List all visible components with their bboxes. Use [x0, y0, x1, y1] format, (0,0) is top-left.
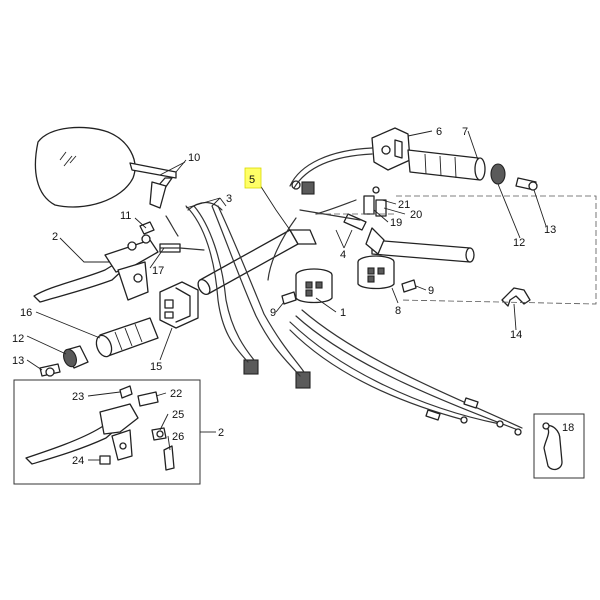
- callout-4: 4: [340, 249, 346, 261]
- callout-3: 3: [226, 193, 232, 205]
- callout-14: 14: [510, 329, 522, 341]
- callouts: 1 2 2 3 4 5 6 7 8 9 9 10 11 12 12 13 13 …: [12, 126, 574, 467]
- callout-19: 19: [390, 217, 402, 229]
- callout-17: 17: [152, 265, 164, 277]
- callout-18: 18: [562, 422, 574, 434]
- connectors: [243, 180, 315, 389]
- callout-12-right: 12: [513, 237, 525, 249]
- highlight-box-5: [244, 167, 262, 189]
- cables: [159, 147, 523, 436]
- callout-24: 24: [72, 455, 84, 467]
- inset-part-18: [533, 413, 585, 479]
- callout-16: 16: [20, 307, 32, 319]
- callout-6: 6: [436, 126, 442, 138]
- callout-12-left: 12: [12, 333, 24, 345]
- callout-20: 20: [410, 209, 422, 221]
- callout-13-left: 13: [12, 355, 24, 367]
- callout-8: 8: [395, 305, 401, 317]
- callout-2: 2: [52, 231, 58, 243]
- inset-right-lever: [13, 379, 201, 485]
- cable-fittings: [343, 186, 387, 231]
- callout-5: 5: [249, 174, 255, 186]
- callout-10: 10: [188, 152, 200, 164]
- throttle-switch: [371, 127, 411, 171]
- right-handlebar-tube: [365, 227, 475, 263]
- callout-23: 23: [72, 391, 84, 403]
- callout-9-left: 9: [270, 307, 276, 319]
- callout-7: 7: [462, 126, 468, 138]
- callout-25: 25: [172, 409, 184, 421]
- mirror: [34, 126, 186, 209]
- callout-9-right: 9: [428, 285, 434, 297]
- clamp-bolts: [281, 279, 417, 305]
- leader-lines: [26, 130, 547, 461]
- callout-21: 21: [398, 199, 410, 211]
- handlebar-clamp-upper: [357, 255, 395, 290]
- callout-15: 15: [150, 361, 162, 373]
- right-grip: [407, 149, 538, 191]
- left-switch: [159, 281, 199, 329]
- guide-lines: [316, 195, 597, 305]
- callout-26: 26: [172, 431, 184, 443]
- left-grip: [95, 317, 159, 358]
- callout-13-right: 13: [544, 224, 556, 236]
- callout-1: 1: [340, 307, 346, 319]
- callout-11: 11: [120, 210, 131, 222]
- cable-bracket: [501, 287, 531, 307]
- left-lever-assembly: [33, 221, 159, 303]
- left-bar-end: [39, 345, 89, 377]
- handlebar-clamp-lower: [295, 268, 333, 304]
- handlebar: [197, 229, 317, 296]
- callout-22: 22: [170, 388, 182, 400]
- callout-2-inset: 2: [218, 427, 224, 439]
